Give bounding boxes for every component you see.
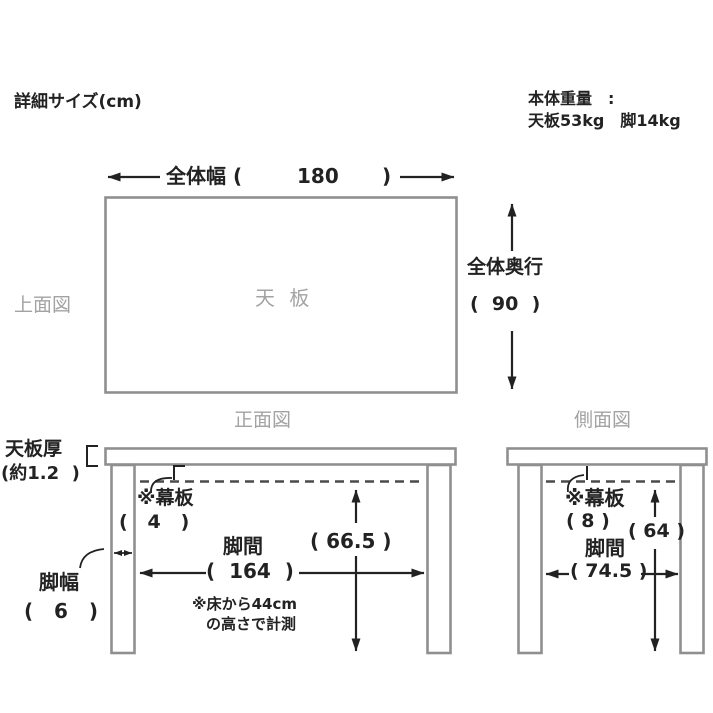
- overall-depth-label: 全体奥行: [467, 256, 544, 278]
- front-apron-label: ※幕板: [137, 487, 194, 509]
- page-title: 詳細サイズ(cm): [14, 92, 142, 112]
- side-leg-span-label: 脚間: [585, 536, 625, 560]
- top-thickness-label: 天板厚: [5, 438, 63, 460]
- leg-width-label: 脚幅: [39, 570, 79, 594]
- front-apron-value: ( 4 ): [119, 511, 190, 533]
- tabletop-part-label: 天 板: [255, 286, 314, 310]
- overall-depth-value: ( 90 ): [470, 293, 541, 315]
- weight-detail: 天板53kg 脚14kg: [528, 110, 681, 130]
- side-left-leg-outline: [517, 463, 543, 655]
- overall-width-close: ): [382, 164, 392, 188]
- weight-title: 本体重量 :: [528, 89, 615, 108]
- top-view-lines: [104, 172, 517, 394]
- weight-info: 本体重量 : 天板53kg 脚14kg: [528, 88, 681, 131]
- front-view-lines: [79, 445, 457, 655]
- side-leg-span-value: ( 74.5 ): [570, 560, 648, 582]
- overall-width-label: 全体幅 (: [166, 164, 243, 188]
- measure-note-line1: ※床から44cm: [192, 595, 297, 613]
- side-apron-label: ※幕板: [565, 486, 625, 510]
- thickness-bracket: [86, 445, 98, 467]
- top-thickness-value: (約1.2 ): [1, 463, 80, 484]
- side-apron-leader: [566, 474, 585, 493]
- top-view-label: 上面図: [14, 294, 72, 316]
- side-right-leg-outline: [679, 463, 705, 655]
- side-clearance-value: ( 64 ): [628, 520, 686, 542]
- front-clearance-value: ( 66.5 ): [310, 529, 392, 553]
- front-view-label: 正面図: [234, 409, 292, 431]
- side-view-lines: [506, 447, 708, 655]
- top-view-tabletop-outline: [104, 196, 458, 394]
- side-view-label: 側面図: [574, 409, 632, 431]
- front-apron-leader: [150, 477, 173, 494]
- front-leg-span-label: 脚間: [223, 534, 263, 558]
- front-leg-span-value: ( 164 ): [206, 559, 294, 583]
- overall-width-value: 180: [297, 164, 339, 188]
- measure-note-line2: の高さで計測: [206, 615, 297, 633]
- front-right-leg-outline: [426, 463, 452, 655]
- side-tabletop-outline: [506, 447, 708, 466]
- side-apron-value: ( 8 ): [566, 510, 610, 532]
- front-left-leg-outline: [110, 463, 136, 655]
- leg-width-leader: [79, 548, 105, 569]
- front-apron-bracket: [173, 465, 185, 480]
- leg-width-value: ( 6 ): [24, 599, 98, 623]
- front-tabletop-outline: [104, 447, 457, 466]
